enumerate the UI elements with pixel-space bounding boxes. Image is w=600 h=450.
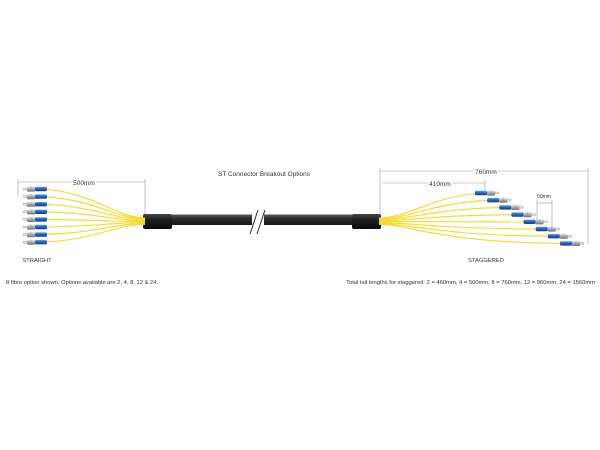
st-connector-icon [22, 194, 47, 200]
fibre-tail-highlight [34, 222, 146, 228]
main-cable [143, 209, 381, 235]
fibre-tail-highlight [34, 223, 146, 235]
st-connector-icon [475, 190, 500, 196]
left-breakout-boot [143, 214, 172, 229]
st-connector-icon [22, 186, 47, 192]
fibre-tail-highlight [378, 214, 524, 221]
fibre-tail-highlight [378, 207, 512, 220]
right-breakout-boot [352, 214, 381, 229]
st-connector-icon [22, 216, 47, 222]
options-note: 8 fibre option shown. Options available … [6, 280, 158, 286]
straight-connector-group [22, 186, 47, 245]
fibre-tail-highlight [34, 188, 146, 219]
staggered-lengths-note: Total tail lengths for staggered: 2 = 46… [346, 280, 595, 286]
st-connector-icon [535, 226, 560, 232]
st-connector-icon [547, 233, 573, 239]
fibre-tail [34, 188, 146, 219]
fibre-tail [378, 206, 512, 221]
fibre-tail-highlight [378, 200, 500, 220]
fibre-tail-highlight [34, 211, 146, 221]
st-connector-icon [22, 232, 47, 238]
st-connector-icon [560, 240, 585, 246]
staggered-first-label: 410mm [429, 181, 451, 188]
straight-fibre-group [34, 188, 146, 243]
st-connector-icon [22, 224, 47, 230]
fibre-tail [378, 192, 488, 219]
fibre-tail-highlight [34, 224, 146, 243]
staggered-total-dimension: 760mm [379, 167, 589, 244]
st-connector-icon [499, 204, 524, 210]
fibre-tail-highlight [378, 224, 573, 244]
cable-break-icon [249, 209, 266, 235]
st-connector-icon [22, 209, 47, 215]
st-connector-icon [523, 219, 548, 225]
staggered-first-dimension: 410mm [382, 179, 486, 193]
straight-length-label: 500mm [73, 180, 95, 187]
staggered-label: STAGGERED [468, 258, 504, 264]
staggered-connector-group [475, 190, 585, 246]
diagram-title: ST Connector Breakout Options [218, 171, 311, 178]
fibre-tail [378, 222, 560, 237]
fibre-tail-highlight [34, 196, 146, 220]
st-connector-icon [511, 212, 536, 218]
stagger-step-dimension: 50mm [536, 194, 553, 232]
fibre-tail-highlight [34, 204, 146, 220]
fibre-tail [378, 199, 500, 220]
staggered-fibre-group [378, 192, 573, 244]
fibre-tail-highlight [34, 219, 146, 222]
straight-length-dimension: 500mm [17, 178, 146, 214]
stagger-step-label: 50mm [537, 194, 551, 200]
fibre-tail-highlight [378, 192, 488, 219]
straight-label: STRAIGHT [22, 258, 52, 264]
st-connector-icon [487, 197, 512, 203]
st-connector-icon [22, 239, 47, 245]
staggered-total-label: 760mm [475, 169, 497, 176]
fibre-tail-highlight [378, 222, 548, 230]
fibre-tail-highlight [378, 223, 560, 237]
st-connector-icon [22, 201, 47, 207]
